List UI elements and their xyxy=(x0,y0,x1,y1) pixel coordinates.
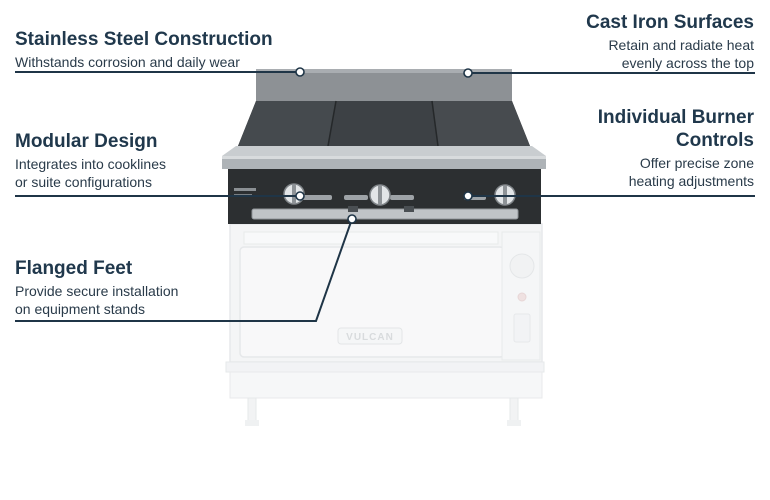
oven-base: VULCAN xyxy=(225,223,545,426)
callout-title: Modular Design xyxy=(15,131,158,152)
burner-marker-dot xyxy=(463,191,473,201)
callout-cast-iron: Cast Iron Surfaces Retain and radiate he… xyxy=(554,11,754,72)
callout-line-2: heating adjustments xyxy=(628,173,754,189)
flanged-marker-dot xyxy=(347,214,357,224)
callout-line-1: Integrates into cooklines xyxy=(15,156,166,172)
callout-line-2: evenly across the top xyxy=(621,55,754,71)
backsplash xyxy=(256,69,512,103)
callout-modular-design: Modular Design Integrates into cooklines… xyxy=(15,130,215,191)
modular-marker-dot xyxy=(295,191,305,201)
callout-flanged-feet: Flanged Feet Provide secure installation… xyxy=(15,257,235,318)
callout-text: Retain and radiate heat evenly across the… xyxy=(554,36,754,72)
callout-line-2: on equipment stands xyxy=(15,301,145,317)
callout-text: Withstands corrosion and daily wear xyxy=(15,54,240,70)
cast-iron-marker-dot xyxy=(463,68,473,78)
front-rim xyxy=(222,146,546,169)
brand-logo: VULCAN xyxy=(346,332,394,343)
callout-line-2: or suite configurations xyxy=(15,174,152,190)
cast-iron-top xyxy=(238,100,530,147)
callout-line-1: Retain and radiate heat xyxy=(608,37,754,53)
callout-line-1: Provide secure installation xyxy=(15,283,179,299)
callout-title: Cast Iron Surfaces xyxy=(586,12,754,33)
callout-title: Stainless Steel Construction xyxy=(15,29,273,50)
burner-knob-center[interactable] xyxy=(369,184,391,206)
stainless-marker-dot xyxy=(295,67,305,77)
callout-line-1: Offer precise zone xyxy=(639,155,754,171)
callout-burner-controls: Individual Burner Controls Offer precise… xyxy=(554,106,754,190)
leader-markers xyxy=(295,67,473,224)
flanged-leader-line xyxy=(15,218,353,322)
callout-title: Flanged Feet xyxy=(15,258,133,279)
callout-text: Provide secure installation on equipment … xyxy=(15,282,235,318)
callout-stainless-steel: Stainless Steel Construction Withstands … xyxy=(15,28,295,71)
leader-lines xyxy=(15,71,755,322)
callout-text: Integrates into cooklines or suite config… xyxy=(15,155,215,191)
callout-title: Individual Burner Controls xyxy=(597,107,754,151)
callout-text: Offer precise zone heating adjustments xyxy=(554,154,754,190)
